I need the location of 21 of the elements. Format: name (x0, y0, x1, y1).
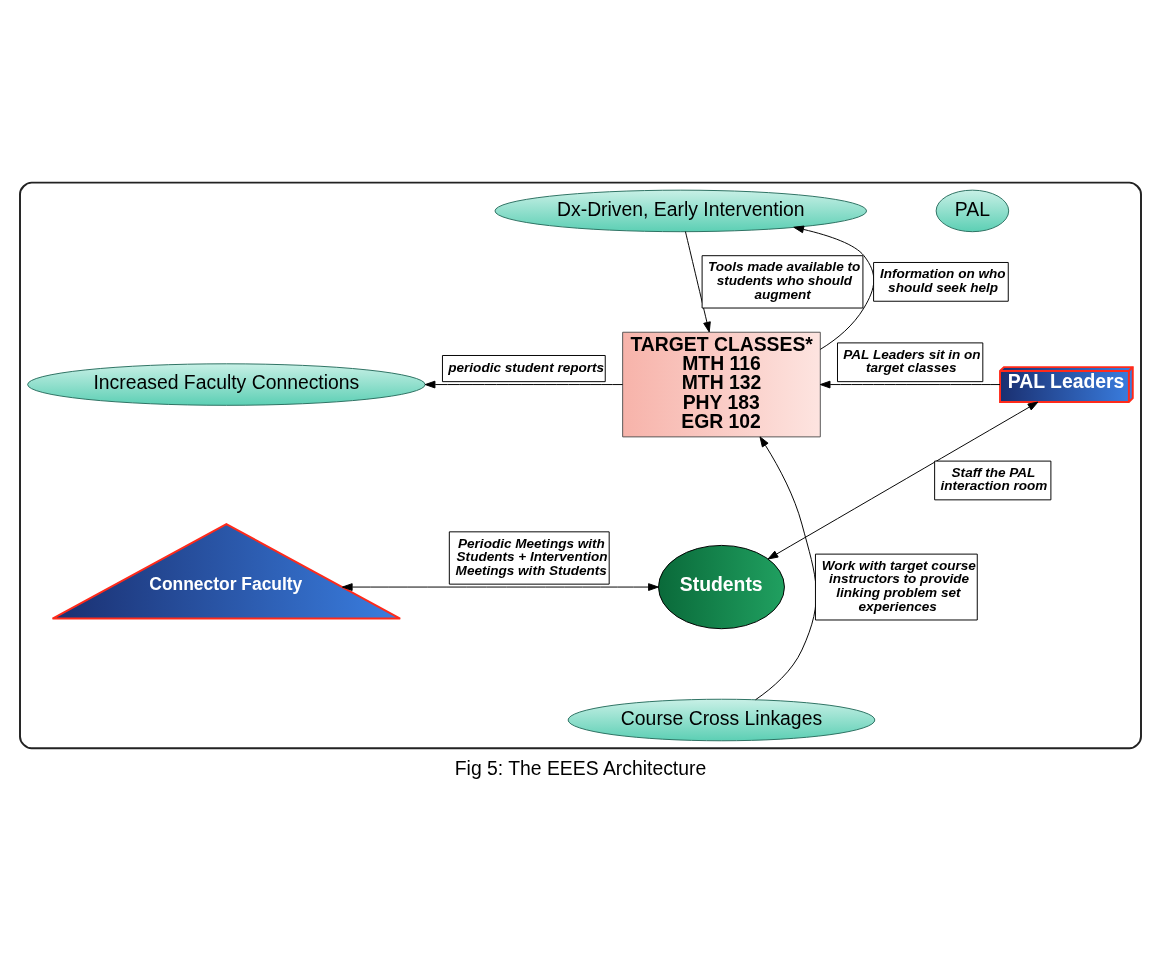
node-ellipse: Students (658, 544, 785, 629)
arrow (755, 435, 817, 700)
edge-label: Work with target course instructors to provide linking problem set experiences (821, 557, 976, 613)
node-ellipse: Increased Faculty Connections (27, 362, 426, 406)
arrow (341, 582, 659, 591)
edge-label: periodic student reports (448, 359, 605, 375)
edge-label: Tools made available to students who should augment (707, 258, 861, 302)
edge-label: Information on who should seek help (879, 265, 1006, 295)
edge-label: Periodic Meetings with Students + Intervention Meetings with Students (455, 535, 608, 578)
arrow (819, 380, 1001, 388)
node-box: TARGET CLASSES* MTH 116 MTH 132 PHY 183 EGR 102 (622, 331, 821, 437)
edge-label: PAL Leaders sit in on target classes (843, 346, 981, 375)
caption: Fig 5: The EEES Architecture (454, 756, 707, 779)
arrow (684, 230, 711, 332)
node-ellipse: PAL (935, 189, 1010, 232)
arrow (793, 225, 875, 350)
node-ellipse: Course Cross Linkages (567, 698, 876, 741)
arrow (424, 380, 624, 388)
cluster (19, 181, 1142, 749)
arrow (767, 401, 1039, 559)
edge-label: Staff the PAL interaction room (940, 464, 1048, 493)
